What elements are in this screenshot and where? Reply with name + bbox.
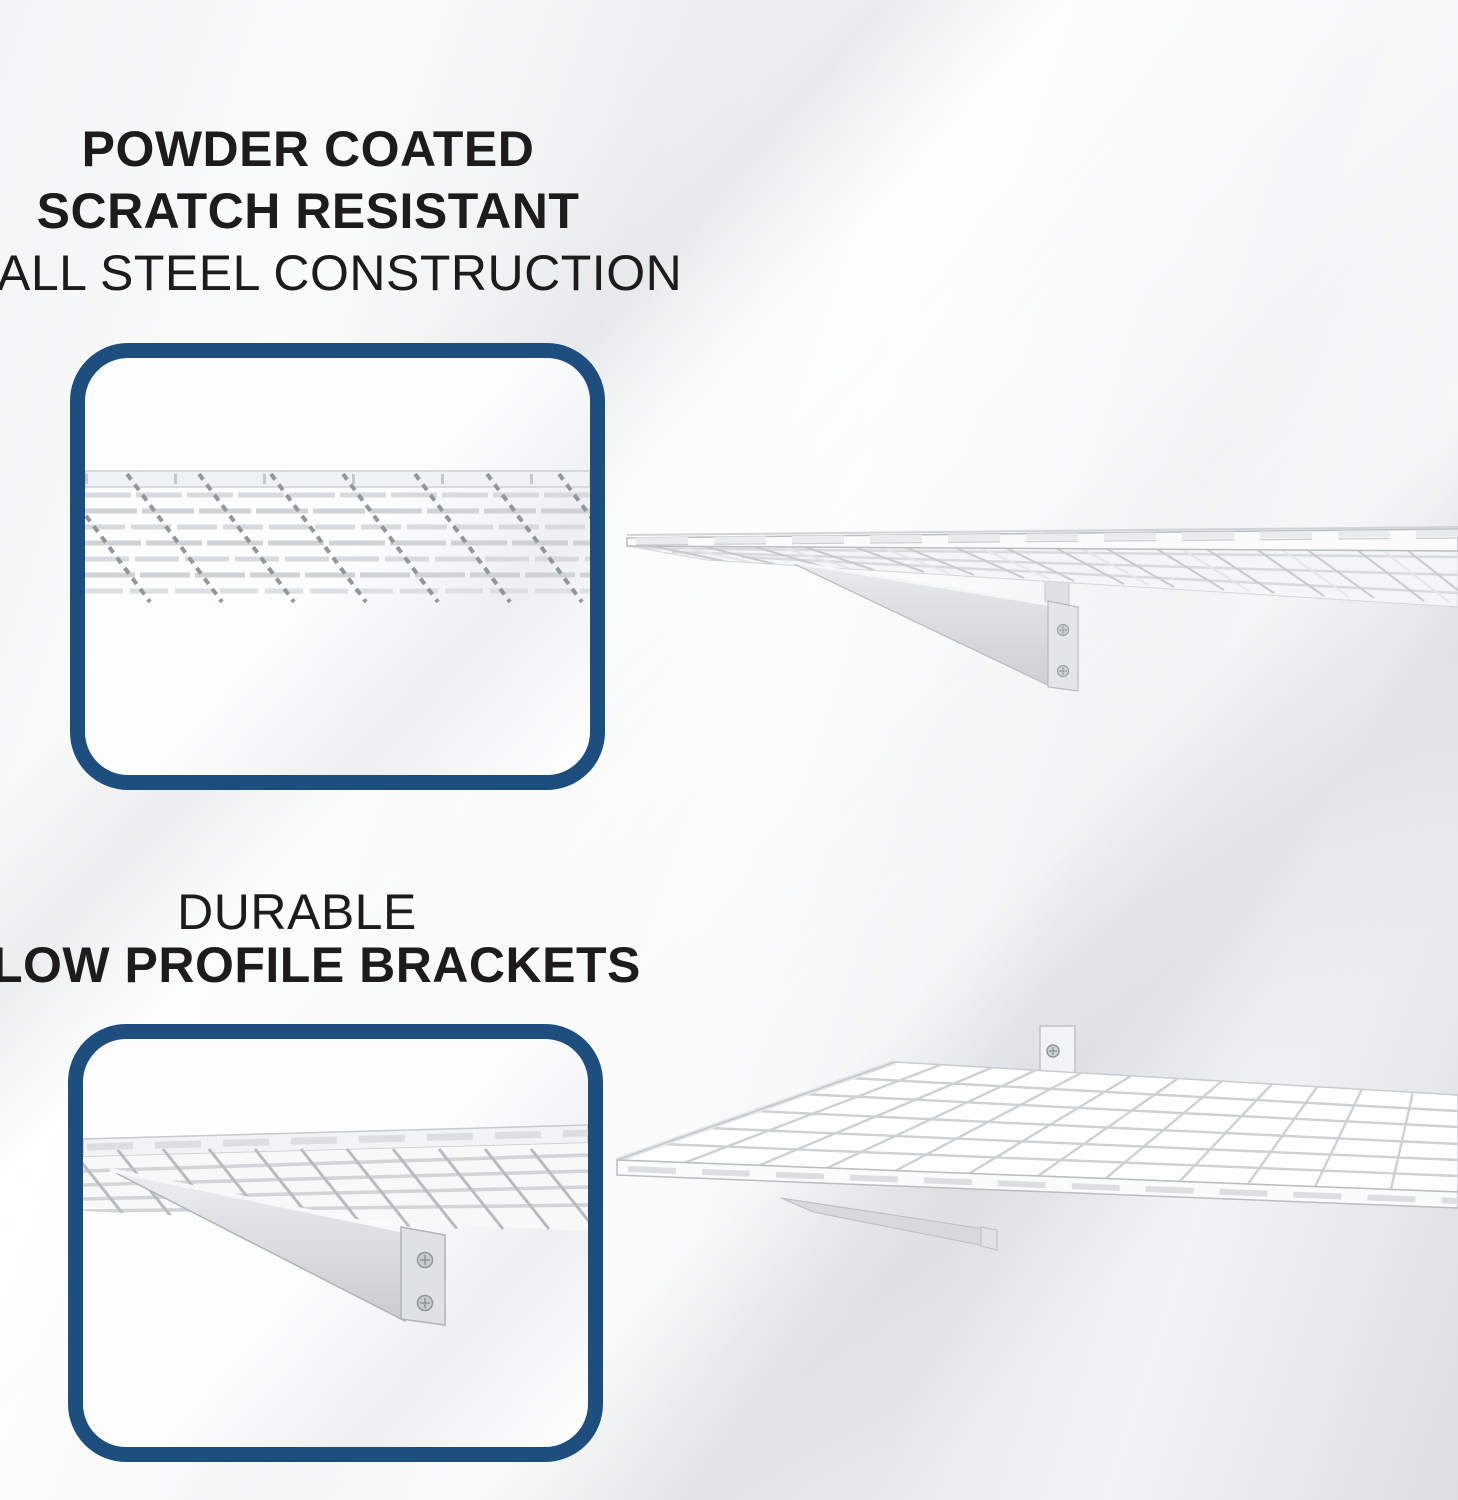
bracket-screws — [416, 1251, 434, 1312]
feature-line: SCRATCH RESISTANT — [36, 183, 580, 239]
wire-mesh-closeup-image — [85, 470, 590, 604]
callout-bracket-closeup — [68, 1024, 603, 1462]
bracket-screws — [1056, 623, 1070, 678]
feature-line: DURABLE — [177, 884, 417, 940]
feature-line: ALL STEEL CONSTRUCTION — [0, 245, 683, 301]
callout-mesh-closeup — [70, 343, 605, 790]
shelf-front-rail — [616, 1159, 1458, 1209]
shelf-bracket — [789, 560, 1079, 692]
shelf-mesh — [616, 1059, 1458, 1193]
feature-line: LOW PROFILE BRACKETS — [0, 937, 641, 993]
shelf-mesh — [626, 540, 1458, 608]
bracket — [109, 1168, 446, 1326]
feature-title-powder-coated: POWDER COATED SCRATCH RESISTANT ALL STEE… — [0, 118, 683, 304]
shelf-photo-underside — [626, 526, 1458, 692]
feature-line: POWDER COATED — [81, 121, 535, 177]
shelf-bracket — [780, 1197, 998, 1251]
mesh-band — [85, 470, 590, 604]
shelf-front-rail — [626, 526, 1458, 552]
shelf-photo-top-view — [616, 1025, 1458, 1251]
bracket-closeup-image — [83, 1124, 588, 1326]
feature-title-low-profile-brackets: DURABLE LOW PROFILE BRACKETS — [0, 884, 641, 993]
